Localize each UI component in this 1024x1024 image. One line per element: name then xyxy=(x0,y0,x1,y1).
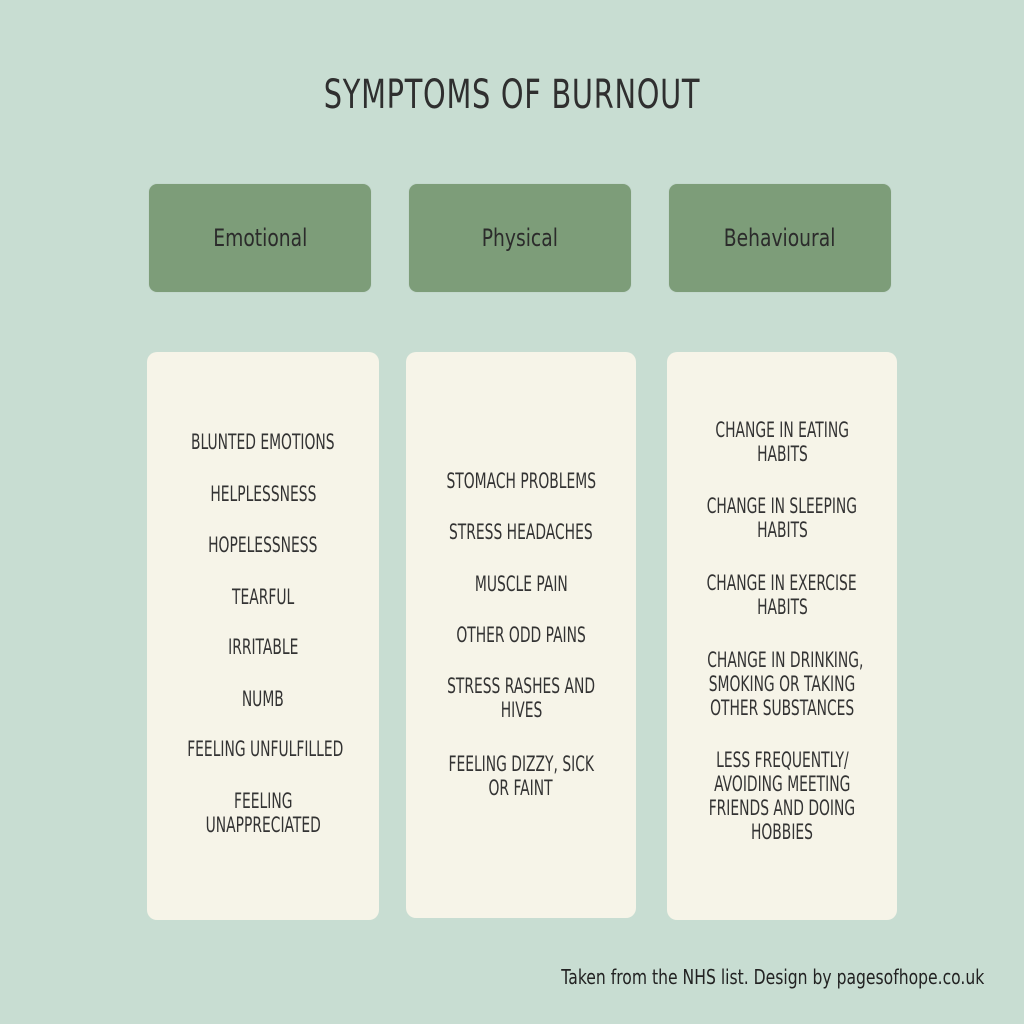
list-item: TEARFUL xyxy=(231,585,295,609)
list-item-continued: OR FAINT xyxy=(488,776,554,800)
list-item: CHANGE IN EXERCISE xyxy=(707,571,857,595)
list-item-continued: HIVES xyxy=(500,698,542,722)
column-heading-text: Emotional xyxy=(212,224,308,252)
list-item-continued: HABITS xyxy=(756,442,808,466)
list-item: CHANGE IN DRINKING, xyxy=(707,648,864,672)
list-item: LESS FREQUENTLY/ xyxy=(715,748,849,772)
list-item: CHANGE IN SLEEPING xyxy=(706,494,858,518)
page-title: SYMPTOMS OF BURNOUT xyxy=(323,72,701,118)
list-item: HELPLESSNESS xyxy=(209,482,317,506)
column-heading-text: Physical xyxy=(481,224,559,252)
list-item-continued: AVOIDING MEETING xyxy=(713,772,851,796)
list-item-continued: HABITS xyxy=(756,595,808,619)
list-item: CHANGE IN EATING xyxy=(715,418,849,442)
symptom-panel-behavioural: CHANGE IN EATING HABITS CHANGE IN SLEEPI… xyxy=(667,352,897,920)
list-item: MUSCLE PAIN xyxy=(474,572,568,596)
list-item: IRRITABLE xyxy=(227,635,299,659)
list-item-continued: UNAPPRECIATED xyxy=(205,813,321,837)
list-item-continued: OTHER SUBSTANCES xyxy=(709,696,855,720)
symptom-panel-emotional: BLUNTED EMOTIONS HELPLESSNESS HOPELESSNE… xyxy=(147,352,379,920)
column-header-emotional: Emotional xyxy=(149,184,371,292)
list-item: HOPELESSNESS xyxy=(208,533,318,557)
column-header-behavioural: Behavioural xyxy=(669,184,891,292)
symptom-panel-physical: STOMACH PROBLEMS STRESS HEADACHES MUSCLE… xyxy=(406,352,636,918)
list-item-continued: HABITS xyxy=(756,518,808,542)
list-item: STRESS RASHES AND xyxy=(447,674,595,698)
list-item: OTHER ODD PAINS xyxy=(456,623,586,647)
list-item: BLUNTED EMOTIONS xyxy=(191,430,335,454)
list-item: STRESS HEADACHES xyxy=(449,520,593,544)
list-item: FEELING xyxy=(233,789,293,813)
list-item: NUMB xyxy=(242,687,284,711)
list-item-continued: HOBBIES xyxy=(751,820,813,844)
footer-credit: Taken from the NHS list. Design by pages… xyxy=(560,965,984,989)
list-item-continued: SMOKING OR TAKING xyxy=(708,672,856,696)
list-item: STOMACH PROBLEMS xyxy=(446,469,596,493)
column-heading-text: Behavioural xyxy=(724,224,836,252)
list-item: FEELING UNFULFILLED xyxy=(187,737,344,761)
list-item-continued: FRIENDS AND DOING xyxy=(708,796,856,820)
list-item: FEELING DIZZY, SICK xyxy=(448,752,594,776)
column-header-physical: Physical xyxy=(409,184,631,292)
